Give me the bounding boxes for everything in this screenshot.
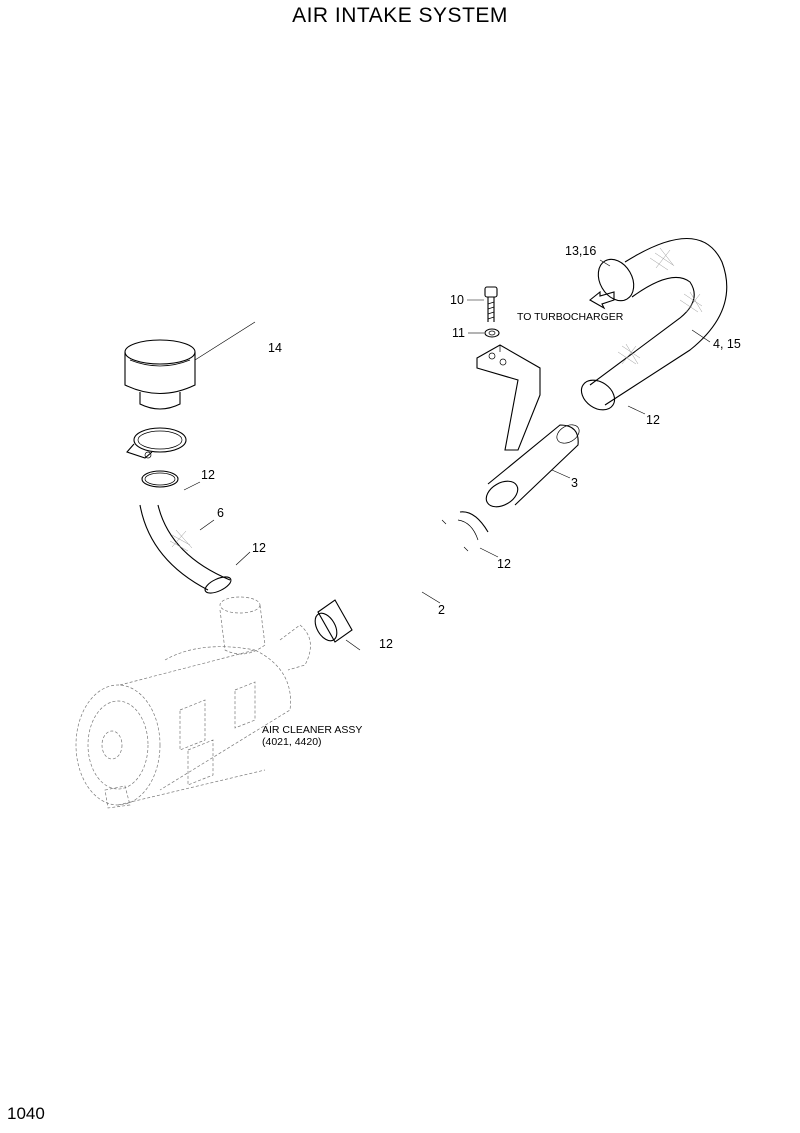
callout-12-outlet: 12 [379, 637, 393, 651]
to-turbocharger-note: TO TURBOCHARGER [517, 311, 624, 323]
air-cleaner-assembly[interactable] [75, 596, 311, 809]
callout-4-15: 4, 15 [713, 337, 741, 351]
outlet-ring-part[interactable] [311, 599, 361, 651]
arrow-icon [589, 290, 615, 310]
pipe-2-leader [421, 591, 441, 604]
pre-cleaner-cap-part[interactable] [124, 321, 256, 410]
callout-10: 10 [450, 293, 464, 307]
sealing-ring-part[interactable] [141, 470, 201, 491]
callout-3: 3 [571, 476, 578, 490]
air-cleaner-codes-note: (4021, 4420) [262, 736, 322, 748]
bolt-part[interactable] [467, 286, 498, 322]
mid-ring-part[interactable] [441, 511, 499, 558]
intake-tube-part[interactable] [482, 421, 583, 512]
callout-13-16: 13,16 [565, 244, 596, 258]
callout-12-hose: 12 [252, 541, 266, 555]
air-cleaner-assy-note: AIR CLEANER ASSY [262, 724, 362, 736]
callout-14: 14 [268, 341, 282, 355]
callout-11: 11 [452, 326, 465, 340]
callout-12-pipe: 12 [646, 413, 660, 427]
callout-6: 6 [217, 506, 224, 520]
mounting-bracket-part[interactable] [476, 344, 541, 451]
washer-part[interactable] [468, 328, 500, 338]
callout-12-ring: 12 [201, 468, 215, 482]
callout-2: 2 [438, 603, 445, 617]
u-bend-hose-part[interactable] [576, 237, 728, 416]
page-title: AIR INTAKE SYSTEM [292, 4, 508, 27]
hose-clamp-part[interactable] [126, 427, 187, 459]
callout-12-mid: 12 [497, 557, 511, 571]
page-number: 1040 [7, 1104, 45, 1123]
curved-hose-part[interactable] [139, 504, 251, 596]
